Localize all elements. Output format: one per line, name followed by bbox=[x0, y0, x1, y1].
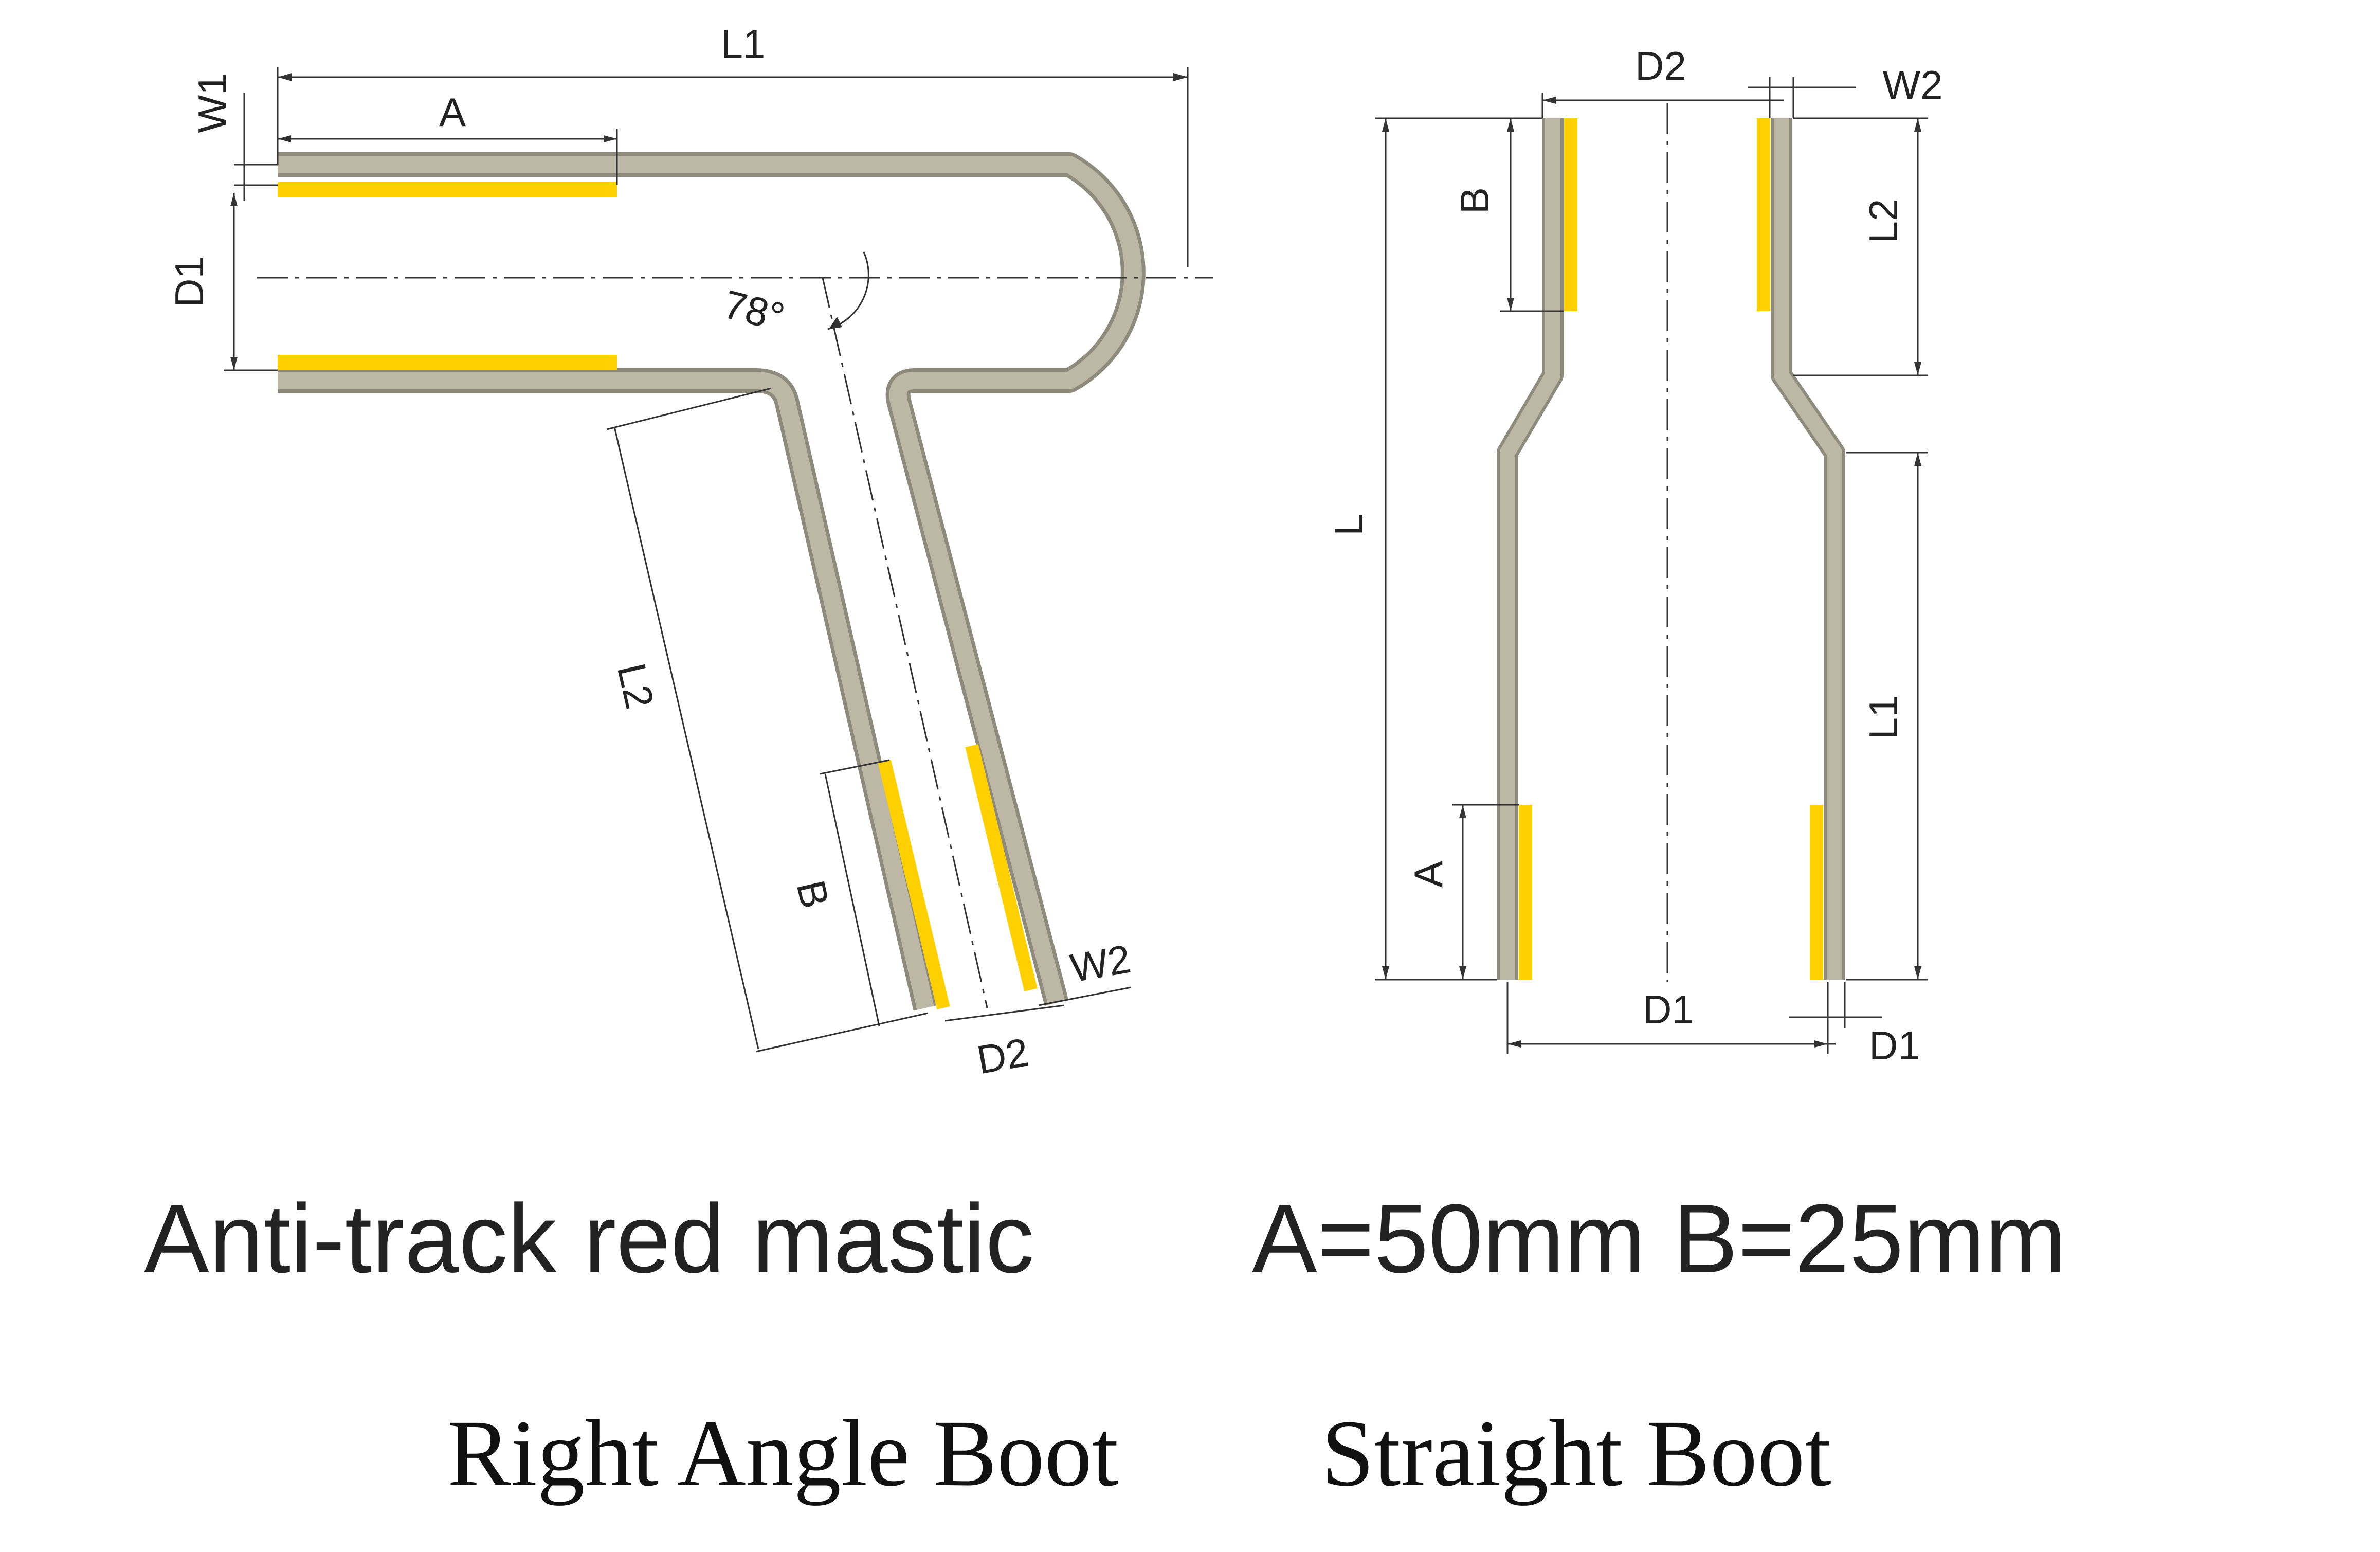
arrow-d1-top bbox=[230, 193, 238, 206]
arrow-a-right bbox=[604, 135, 617, 142]
arrow-l-bottom bbox=[1382, 966, 1389, 980]
label-d1-wall: D1 bbox=[1869, 1023, 1920, 1068]
straight-boot-right-wall-fill bbox=[1774, 118, 1842, 980]
dim-line-d2 bbox=[944, 1004, 1065, 1022]
straight-boot: D2 W2 B L2 L L1 bbox=[1326, 43, 1943, 1068]
label-w1: W1 bbox=[190, 73, 235, 133]
label-angle: 78° bbox=[719, 281, 789, 340]
ext-line-l2-bottom bbox=[755, 1012, 929, 1053]
dim-line-l2 bbox=[613, 426, 759, 1050]
label-l1: L1 bbox=[721, 21, 766, 66]
right-angle-boot-inner-wall bbox=[278, 368, 938, 1011]
mastic-strip-bottom bbox=[278, 355, 617, 370]
mastic-strip-bottom-left bbox=[1519, 805, 1532, 980]
label-d1-bottom: D1 bbox=[1643, 987, 1694, 1032]
arrow-b-top bbox=[1507, 118, 1514, 132]
angle-arc bbox=[827, 251, 869, 330]
mastic-strip-leg-right bbox=[965, 744, 1038, 992]
mastic-strip-top-left bbox=[1564, 118, 1577, 311]
arrow-d2-left bbox=[1542, 97, 1556, 104]
arrow-l-top bbox=[1382, 118, 1389, 132]
label-w2-top: W2 bbox=[1883, 62, 1943, 107]
mastic-strip-top bbox=[278, 182, 617, 197]
label-b-straight: B bbox=[1452, 187, 1497, 214]
right-angle-boot-label: Right Angle Boot bbox=[447, 1401, 1119, 1506]
arrow-a-bottom bbox=[1459, 966, 1466, 980]
label-a: A bbox=[439, 89, 466, 135]
label-l2: L2 bbox=[609, 659, 663, 713]
arrow-d1-bottom bbox=[230, 357, 238, 370]
mastic-strip-leg-left bbox=[878, 759, 950, 1010]
straight-boot-left-wall-fill bbox=[1500, 118, 1560, 980]
right-angle-boot-inner-wall-fill bbox=[278, 372, 934, 1010]
straight-boot-right-wall bbox=[1771, 118, 1845, 980]
right-angle-boot-outer-wall-fill bbox=[278, 156, 1142, 1005]
mastic-strip-top-right bbox=[1757, 118, 1770, 311]
label-d2: D2 bbox=[974, 1029, 1032, 1082]
ext-line-b-top bbox=[820, 759, 890, 775]
arrow-d1-right bbox=[1814, 1040, 1828, 1048]
arrow-a-top bbox=[1459, 805, 1466, 818]
label-a-straight: A bbox=[1406, 861, 1451, 888]
centerline-leg bbox=[822, 277, 988, 1008]
straight-boot-label: Straight Boot bbox=[1321, 1401, 1831, 1506]
label-b: B bbox=[788, 876, 838, 912]
dimension-values: A=50mm B=25mm bbox=[1252, 1184, 2066, 1293]
label-w2: W2 bbox=[1067, 936, 1134, 991]
arrow-b-bottom bbox=[1507, 298, 1514, 311]
arrow-l1s-bottom bbox=[1914, 966, 1921, 980]
label-d2-top: D2 bbox=[1635, 43, 1686, 88]
mastic-note: Anti-track red mastic bbox=[144, 1184, 1034, 1293]
arrow-a-left bbox=[278, 135, 291, 142]
angle-arrow bbox=[829, 317, 842, 329]
arrow-d1-left bbox=[1507, 1040, 1521, 1048]
arrow-l2-bottom bbox=[1914, 362, 1921, 375]
dim-line-b bbox=[824, 773, 880, 1026]
arrow-l1-right bbox=[1173, 73, 1188, 81]
right-angle-boot: L1 A W1 D1 78° L2 B D2 W2 bbox=[167, 21, 1213, 1082]
label-l2-straight: L2 bbox=[1861, 199, 1906, 244]
arrow-l2-top bbox=[1914, 118, 1921, 132]
label-l1-straight: L1 bbox=[1861, 695, 1906, 740]
arrow-l1s-top bbox=[1914, 453, 1921, 466]
mastic-strip-bottom-right bbox=[1810, 805, 1823, 980]
label-l: L bbox=[1326, 513, 1371, 535]
dim-line-w2 bbox=[1038, 986, 1132, 1006]
label-d1: D1 bbox=[167, 256, 212, 308]
ext-line-l2-top bbox=[606, 387, 772, 430]
arrow-l1-left bbox=[278, 73, 292, 81]
